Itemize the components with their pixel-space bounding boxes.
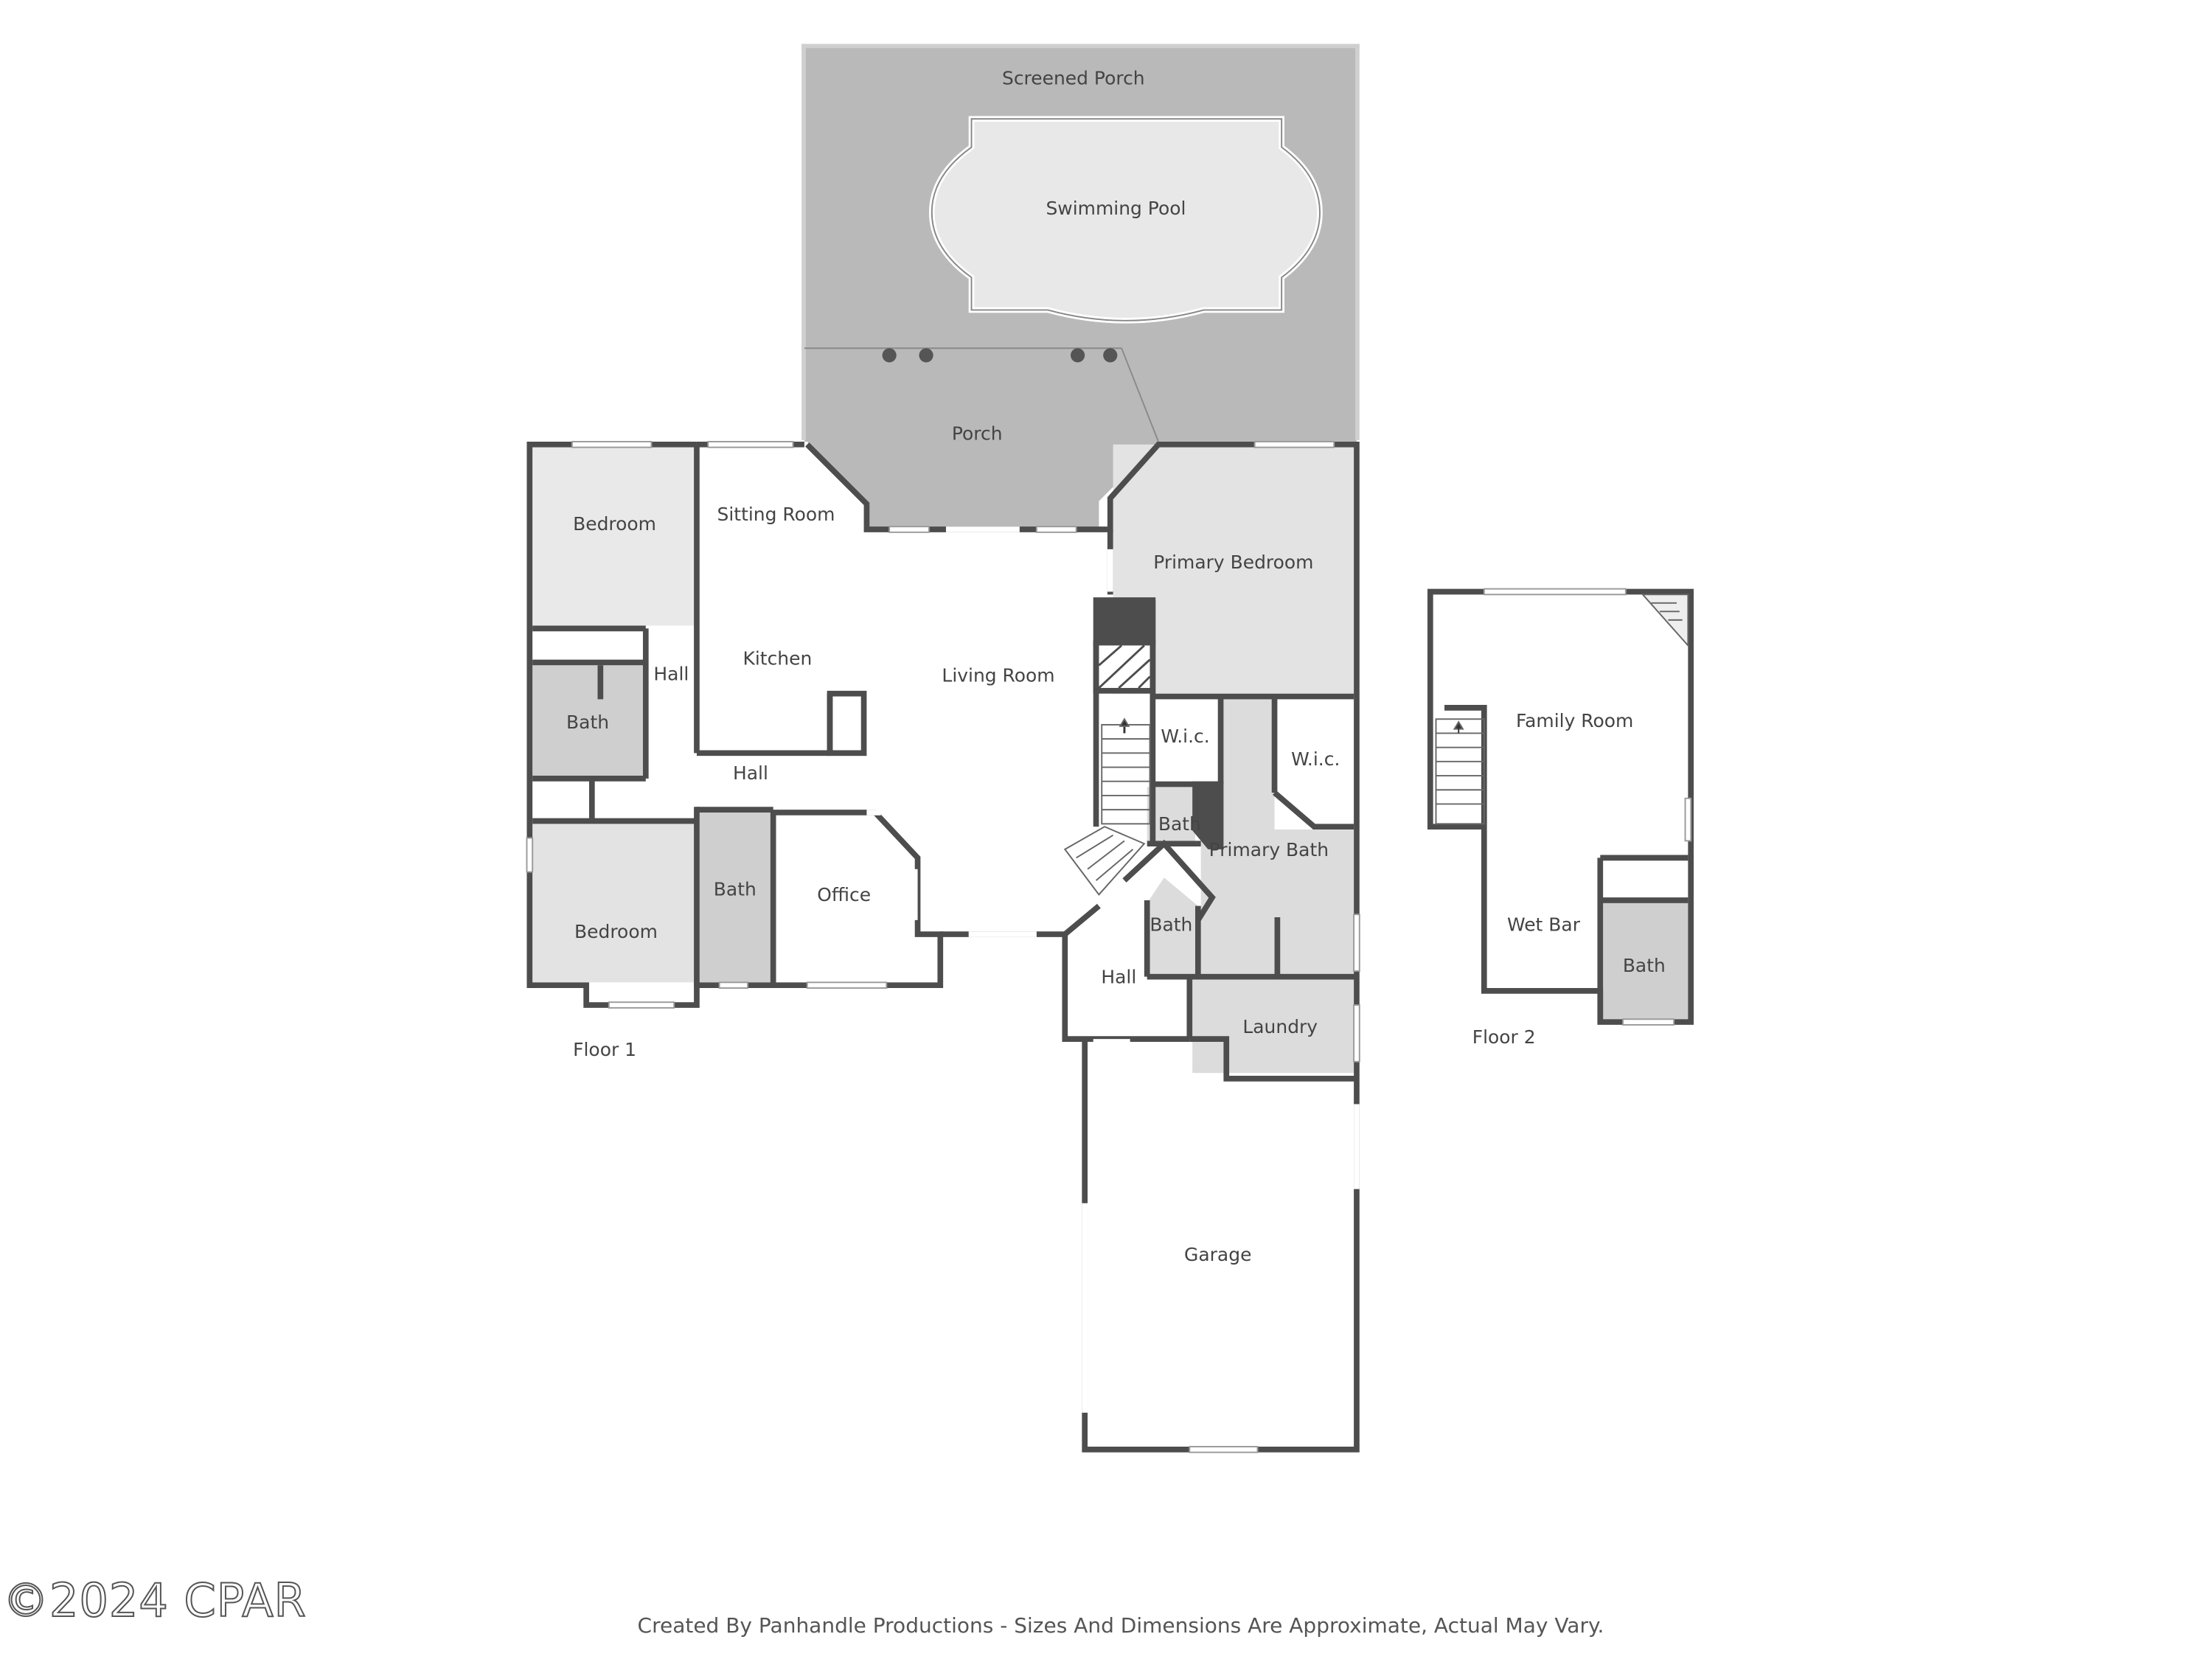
label-laundry: Laundry (1242, 1016, 1318, 1037)
label-floor-1: Floor 1 (573, 1039, 636, 1060)
label-primary-bath: Primary Bath (1209, 839, 1329, 860)
label-bedroom-1: Bedroom (573, 513, 656, 535)
label-garage: Garage (1184, 1244, 1251, 1265)
label-bedroom-2: Bedroom (574, 921, 658, 942)
label-bath-5: Bath (1623, 955, 1666, 976)
label-bath-1: Bath (566, 712, 609, 733)
label-sitting-room: Sitting Room (717, 504, 835, 525)
label-bath-2: Bath (1158, 813, 1201, 835)
room-labels: Screened Porch Swimming Pool Porch Sitti… (566, 68, 1666, 1265)
fireplace (1098, 644, 1151, 689)
label-wic-1: W.i.c. (1161, 726, 1209, 747)
label-screened-porch: Screened Porch (1002, 68, 1145, 89)
copyright-watermark: ©2024 CPAR (2, 1573, 307, 1627)
staircase-floor-2 (1435, 594, 1689, 825)
label-wic-2: W.i.c. (1291, 748, 1340, 770)
windows-floor-1 (526, 441, 1360, 1453)
label-kitchen: Kitchen (743, 648, 813, 669)
label-office: Office (817, 884, 871, 905)
label-porch: Porch (952, 422, 1003, 444)
label-bath-3: Bath (1150, 914, 1192, 936)
label-hall-3: Hall (1101, 967, 1136, 988)
label-wet-bar: Wet Bar (1507, 914, 1581, 936)
credit-line: Created By Panhandle Productions - Sizes… (637, 1613, 1604, 1638)
label-primary-bedroom: Primary Bedroom (1153, 552, 1313, 573)
label-floor-2: Floor 2 (1472, 1026, 1536, 1048)
label-swimming-pool: Swimming Pool (1046, 198, 1186, 219)
room-fills (532, 444, 1688, 1074)
label-family-room: Family Room (1516, 710, 1633, 731)
staircase-floor-1 (1063, 717, 1151, 896)
label-bath-4: Bath (714, 879, 757, 900)
label-hall-1: Hall (653, 664, 689, 685)
label-living-room: Living Room (942, 665, 1054, 686)
floor-2-walls (1427, 588, 1694, 1026)
swimming-pool (928, 116, 1323, 324)
label-hall-2: Hall (733, 762, 768, 784)
